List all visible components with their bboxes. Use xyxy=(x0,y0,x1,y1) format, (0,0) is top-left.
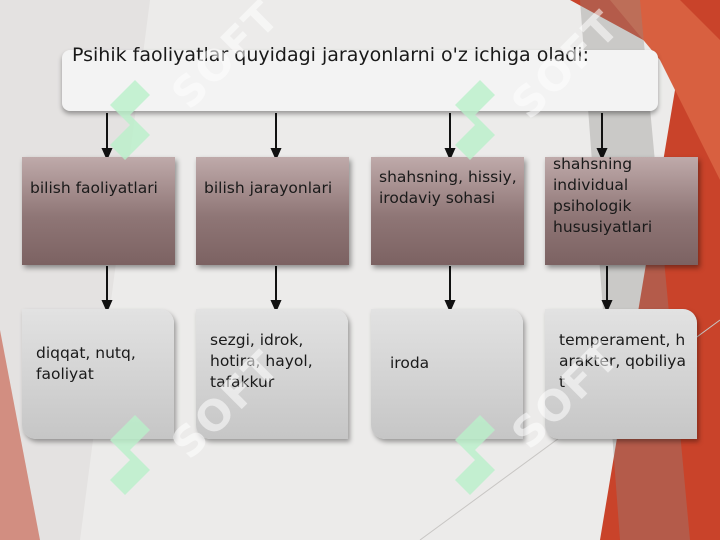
subitem-label-4: temperament, harakter, qobiliyat xyxy=(559,331,686,391)
subitem-box-3 xyxy=(371,309,523,439)
connector-arrows xyxy=(101,113,613,313)
category-label-3: shahsning, hissiy, irodaviy sohasi xyxy=(379,168,517,207)
subitem-box-4 xyxy=(545,309,697,439)
category-label-1: bilish faoliyatlari xyxy=(30,179,158,197)
subitem-label-2: sezgi, idrok, hotira, hayol, tafakkur xyxy=(210,331,313,391)
subitem-box-2 xyxy=(196,309,348,439)
category-box-4 xyxy=(545,157,698,265)
category-label-4: shahsning individual psihologik hususiya… xyxy=(553,155,653,236)
background-orange-accent xyxy=(610,0,720,180)
subitem-label-3: iroda xyxy=(390,354,430,372)
category-box-3 xyxy=(371,157,524,265)
category-label-2: bilish jarayonlari xyxy=(204,179,333,197)
title-box xyxy=(62,50,658,111)
diagram-title: Psihik faoliyatlar quyidagi jarayonlarni… xyxy=(72,44,589,66)
category-box-1 xyxy=(22,157,175,265)
subitem-label-1: diqqat, nutq, faoliyat xyxy=(36,344,136,383)
category-box-2 xyxy=(196,157,349,265)
